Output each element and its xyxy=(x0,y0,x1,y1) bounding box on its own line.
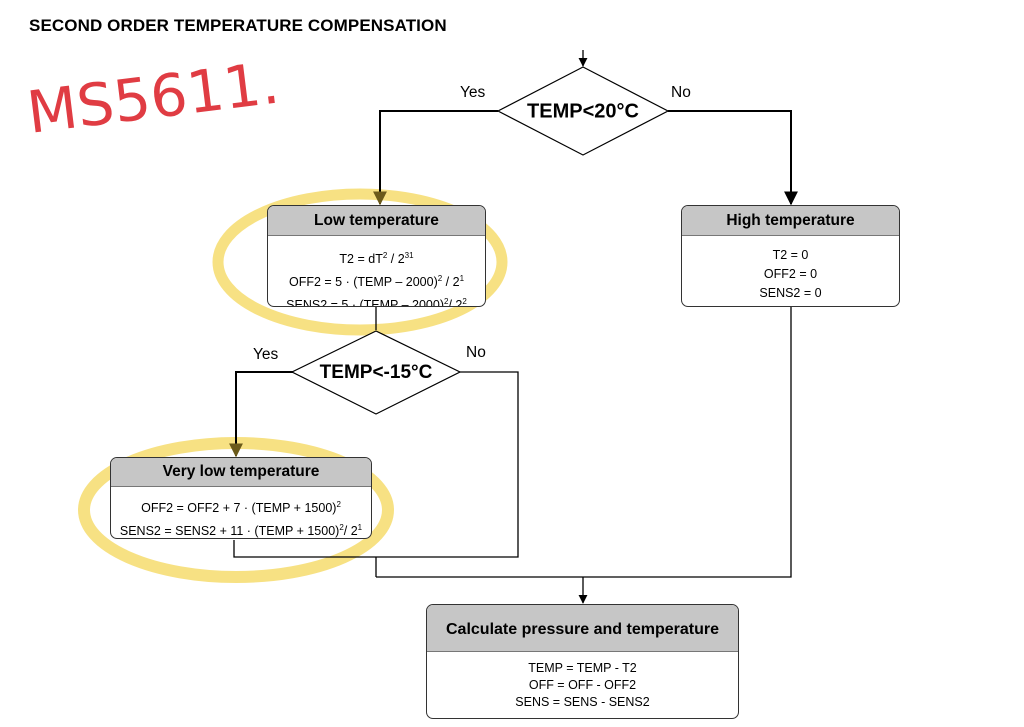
decision2-yes-label: Yes xyxy=(253,346,279,363)
high-temperature-title: High temperature xyxy=(682,206,899,236)
no-connector-2 xyxy=(233,371,519,558)
high-temperature-box: High temperature T2 = 0 OFF2 = 0 SENS2 =… xyxy=(681,205,900,307)
highlight-low-temperature xyxy=(212,188,508,336)
decision-diamond-temp-20 xyxy=(496,66,670,156)
page-title: SECOND ORDER TEMPERATURE COMPENSATION xyxy=(29,16,447,35)
very-low-temperature-box: Very low temperature OFF2 = OFF2 + 7 · (… xyxy=(110,457,372,539)
yes-connector-1 xyxy=(373,110,498,206)
high-t2-formula: T2 = 0 xyxy=(772,248,809,262)
calc-off-formula: OFF = OFF - OFF2 xyxy=(528,678,637,692)
decision2-no-label: No xyxy=(466,344,486,361)
connectors xyxy=(229,50,798,604)
decision-diamond-temp-minus15 xyxy=(290,330,462,415)
high-sens2-formula: SENS2 = 0 xyxy=(759,286,822,300)
calculate-box: Calculate pressure and temperature TEMP … xyxy=(426,604,739,719)
calc-temp-formula: TEMP = TEMP - T2 xyxy=(528,661,637,675)
calc-sens-formula: SENS = SENS - SENS2 xyxy=(515,695,650,709)
verylow-off2-formula: OFF2 = OFF2 + 7 · (TEMP + 1500)2 xyxy=(141,500,341,516)
decision1-label: TEMP<20°C xyxy=(527,100,639,123)
high-off2-formula: OFF2 = 0 xyxy=(763,267,818,281)
handwritten-annotation: MS5611. xyxy=(23,49,282,147)
low-t2-formula: T2 = dT2 / 231 xyxy=(339,251,414,267)
high-merge-line xyxy=(376,307,792,578)
verylow-sens2-formula: SENS2 = SENS2 + 11 · (TEMP + 1500)2/ 21 xyxy=(119,523,363,539)
low-sens2-formula: SENS2 = 5 · (TEMP – 2000)2/ 22 xyxy=(286,297,467,307)
low-off2-formula: OFF2 = 5 · (TEMP – 2000)2 / 21 xyxy=(288,274,465,290)
no-connector-1 xyxy=(668,110,798,206)
low-temperature-title: Low temperature xyxy=(268,206,485,236)
decision1-no-label: No xyxy=(671,84,691,101)
yes-connector-2 xyxy=(229,371,293,458)
calculate-title: Calculate pressure and temperature xyxy=(427,605,738,652)
decision1-yes-label: Yes xyxy=(460,84,486,101)
decision2-label: TEMP<-15°C xyxy=(319,362,433,383)
very-low-temperature-title: Very low temperature xyxy=(111,458,371,487)
low-temperature-box: Low temperature T2 = dT2 / 231 OFF2 = 5 … xyxy=(267,205,486,307)
